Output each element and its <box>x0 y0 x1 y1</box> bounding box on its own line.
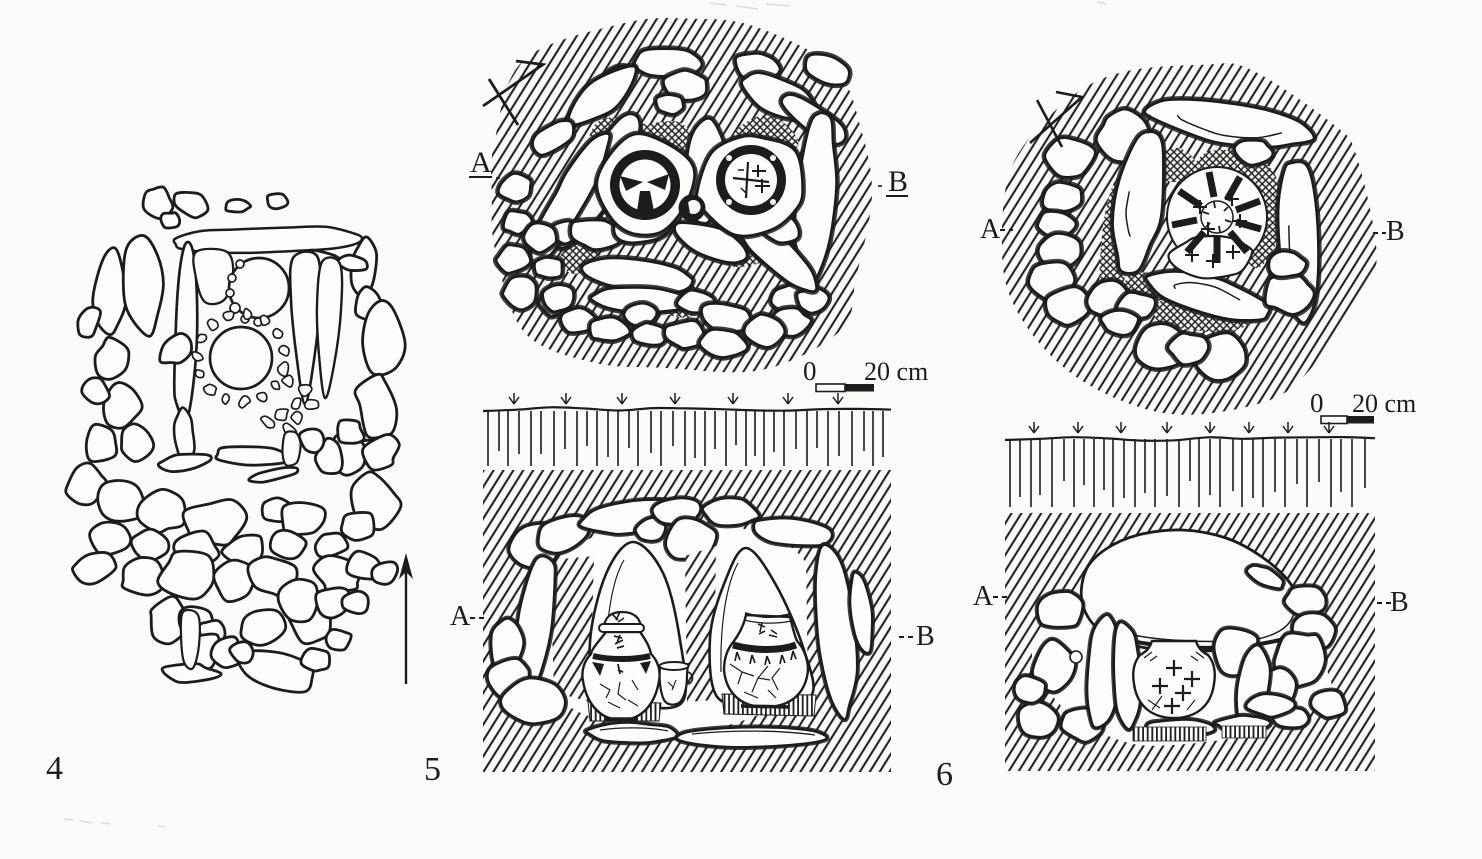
svg-text:6: 6 <box>936 756 953 793</box>
svg-text:0: 0 <box>1310 388 1324 418</box>
svg-text:A: A <box>450 601 471 632</box>
svg-text:A: A <box>980 214 1001 245</box>
svg-text:B: B <box>916 621 935 652</box>
svg-text:20 cm: 20 cm <box>1352 389 1416 418</box>
svg-text:0: 0 <box>803 356 817 386</box>
svg-text:B: B <box>888 165 908 198</box>
svg-text:A: A <box>973 581 994 612</box>
svg-text:4: 4 <box>46 750 63 787</box>
svg-text:A: A <box>470 146 492 179</box>
svg-text:5: 5 <box>424 751 441 788</box>
svg-text:B: B <box>1390 587 1409 618</box>
svg-text:B: B <box>1386 216 1405 247</box>
svg-text:20 cm: 20 cm <box>864 357 928 386</box>
